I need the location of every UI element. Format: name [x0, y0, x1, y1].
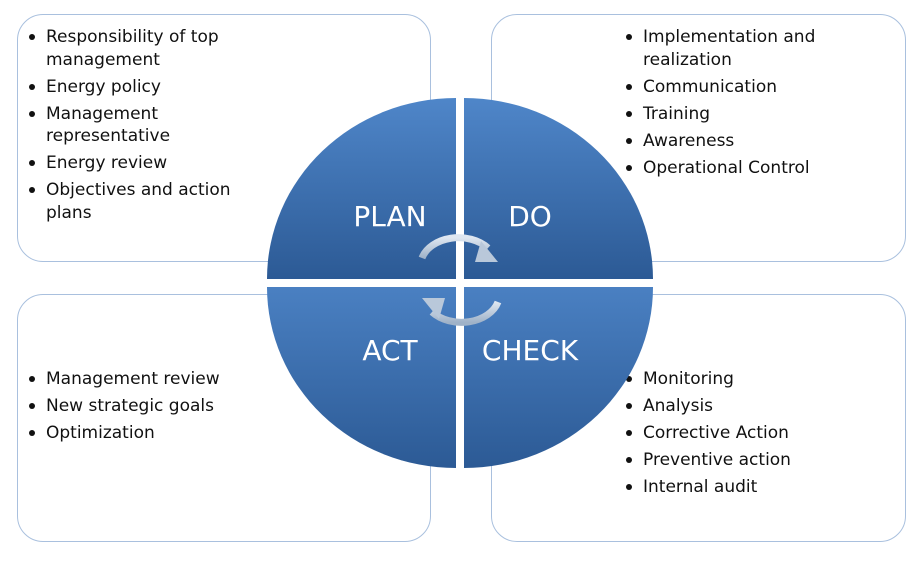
act-item: Optimization — [28, 422, 278, 445]
do-quadrant — [464, 98, 653, 279]
plan-item: Responsibility of top management — [28, 26, 278, 71]
check-item: Preventive action — [625, 449, 845, 472]
act-items-list: Management review New strategic goals Op… — [28, 368, 278, 449]
plan-label: PLAN — [353, 200, 426, 233]
check-item: Monitoring — [625, 368, 845, 391]
do-label: DO — [508, 200, 552, 233]
check-item: Analysis — [625, 395, 845, 418]
plan-quadrant — [267, 98, 456, 279]
check-item: Corrective Action — [625, 422, 845, 445]
pdca-cycle-diagram: PLAN DO ACT CHECK — [267, 98, 653, 468]
plan-item: Energy policy — [28, 76, 278, 99]
plan-items-list: Responsibility of top management Energy … — [28, 26, 278, 229]
plan-item: Objectives and action plans — [28, 179, 278, 224]
check-quadrant — [464, 287, 653, 468]
act-quadrant — [267, 287, 456, 468]
do-item: Implementation and realization — [625, 26, 835, 71]
check-items-list: Monitoring Analysis Corrective Action Pr… — [625, 368, 845, 503]
check-label: CHECK — [482, 334, 579, 367]
plan-item: Management representative — [28, 103, 278, 148]
check-item: Internal audit — [625, 476, 845, 499]
do-item: Training — [625, 103, 835, 126]
do-item: Operational Control — [625, 157, 835, 180]
act-item: New strategic goals — [28, 395, 278, 418]
act-item: Management review — [28, 368, 278, 391]
do-item: Awareness — [625, 130, 835, 153]
do-items-list: Implementation and realization Communica… — [625, 26, 835, 184]
do-item: Communication — [625, 76, 835, 99]
plan-item: Energy review — [28, 152, 278, 175]
circular-arrows-icon — [418, 234, 502, 326]
act-label: ACT — [362, 334, 418, 367]
